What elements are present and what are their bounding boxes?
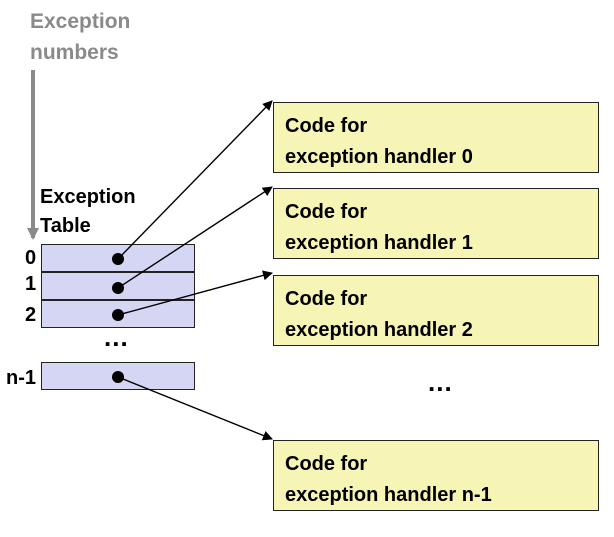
handler-n-1-line2: exception handler n-1 bbox=[285, 484, 492, 506]
table-index-n-1: n-1 bbox=[6, 367, 36, 389]
handler-1-line2: exception handler 1 bbox=[285, 232, 473, 254]
exception-numbers-label: Exception numbers bbox=[30, 6, 130, 68]
table-index-2: 2 bbox=[25, 304, 37, 326]
handler-ellipsis: ... bbox=[428, 367, 453, 397]
pointer-arrow-0 bbox=[117, 100, 273, 260]
table-entry-0 bbox=[41, 244, 195, 272]
table-index-1: 1 bbox=[25, 273, 37, 295]
handler-1-line1: Code for bbox=[285, 201, 368, 223]
handler-n-1-line1: Code for bbox=[285, 453, 368, 475]
exception-numbers-label-line1: Exception bbox=[30, 10, 131, 33]
exception-table-label: Exception Table bbox=[40, 183, 136, 241]
handler-0-line1: Code for bbox=[285, 115, 368, 137]
handler-2-line2: exception handler 2 bbox=[285, 319, 473, 341]
exception-table-label-line2: Table bbox=[40, 215, 91, 237]
table-entry-1 bbox=[41, 272, 195, 300]
table-ellipsis: ... bbox=[104, 322, 129, 352]
handler-box-2: Code for exception handler 2 bbox=[273, 275, 599, 346]
table-index-0: 0 bbox=[25, 247, 37, 269]
exception-table-label-line1: Exception bbox=[40, 186, 136, 208]
handler-box-n-1: Code for exception handler n-1 bbox=[273, 440, 599, 511]
handler-2-line1: Code for bbox=[285, 288, 368, 310]
handler-box-1: Code for exception handler 1 bbox=[273, 188, 599, 259]
exception-numbers-label-line2: numbers bbox=[30, 41, 119, 64]
handler-0-line2: exception handler 0 bbox=[285, 146, 473, 168]
handler-box-0: Code for exception handler 0 bbox=[273, 102, 599, 173]
table-entry-n-1 bbox=[41, 362, 195, 390]
